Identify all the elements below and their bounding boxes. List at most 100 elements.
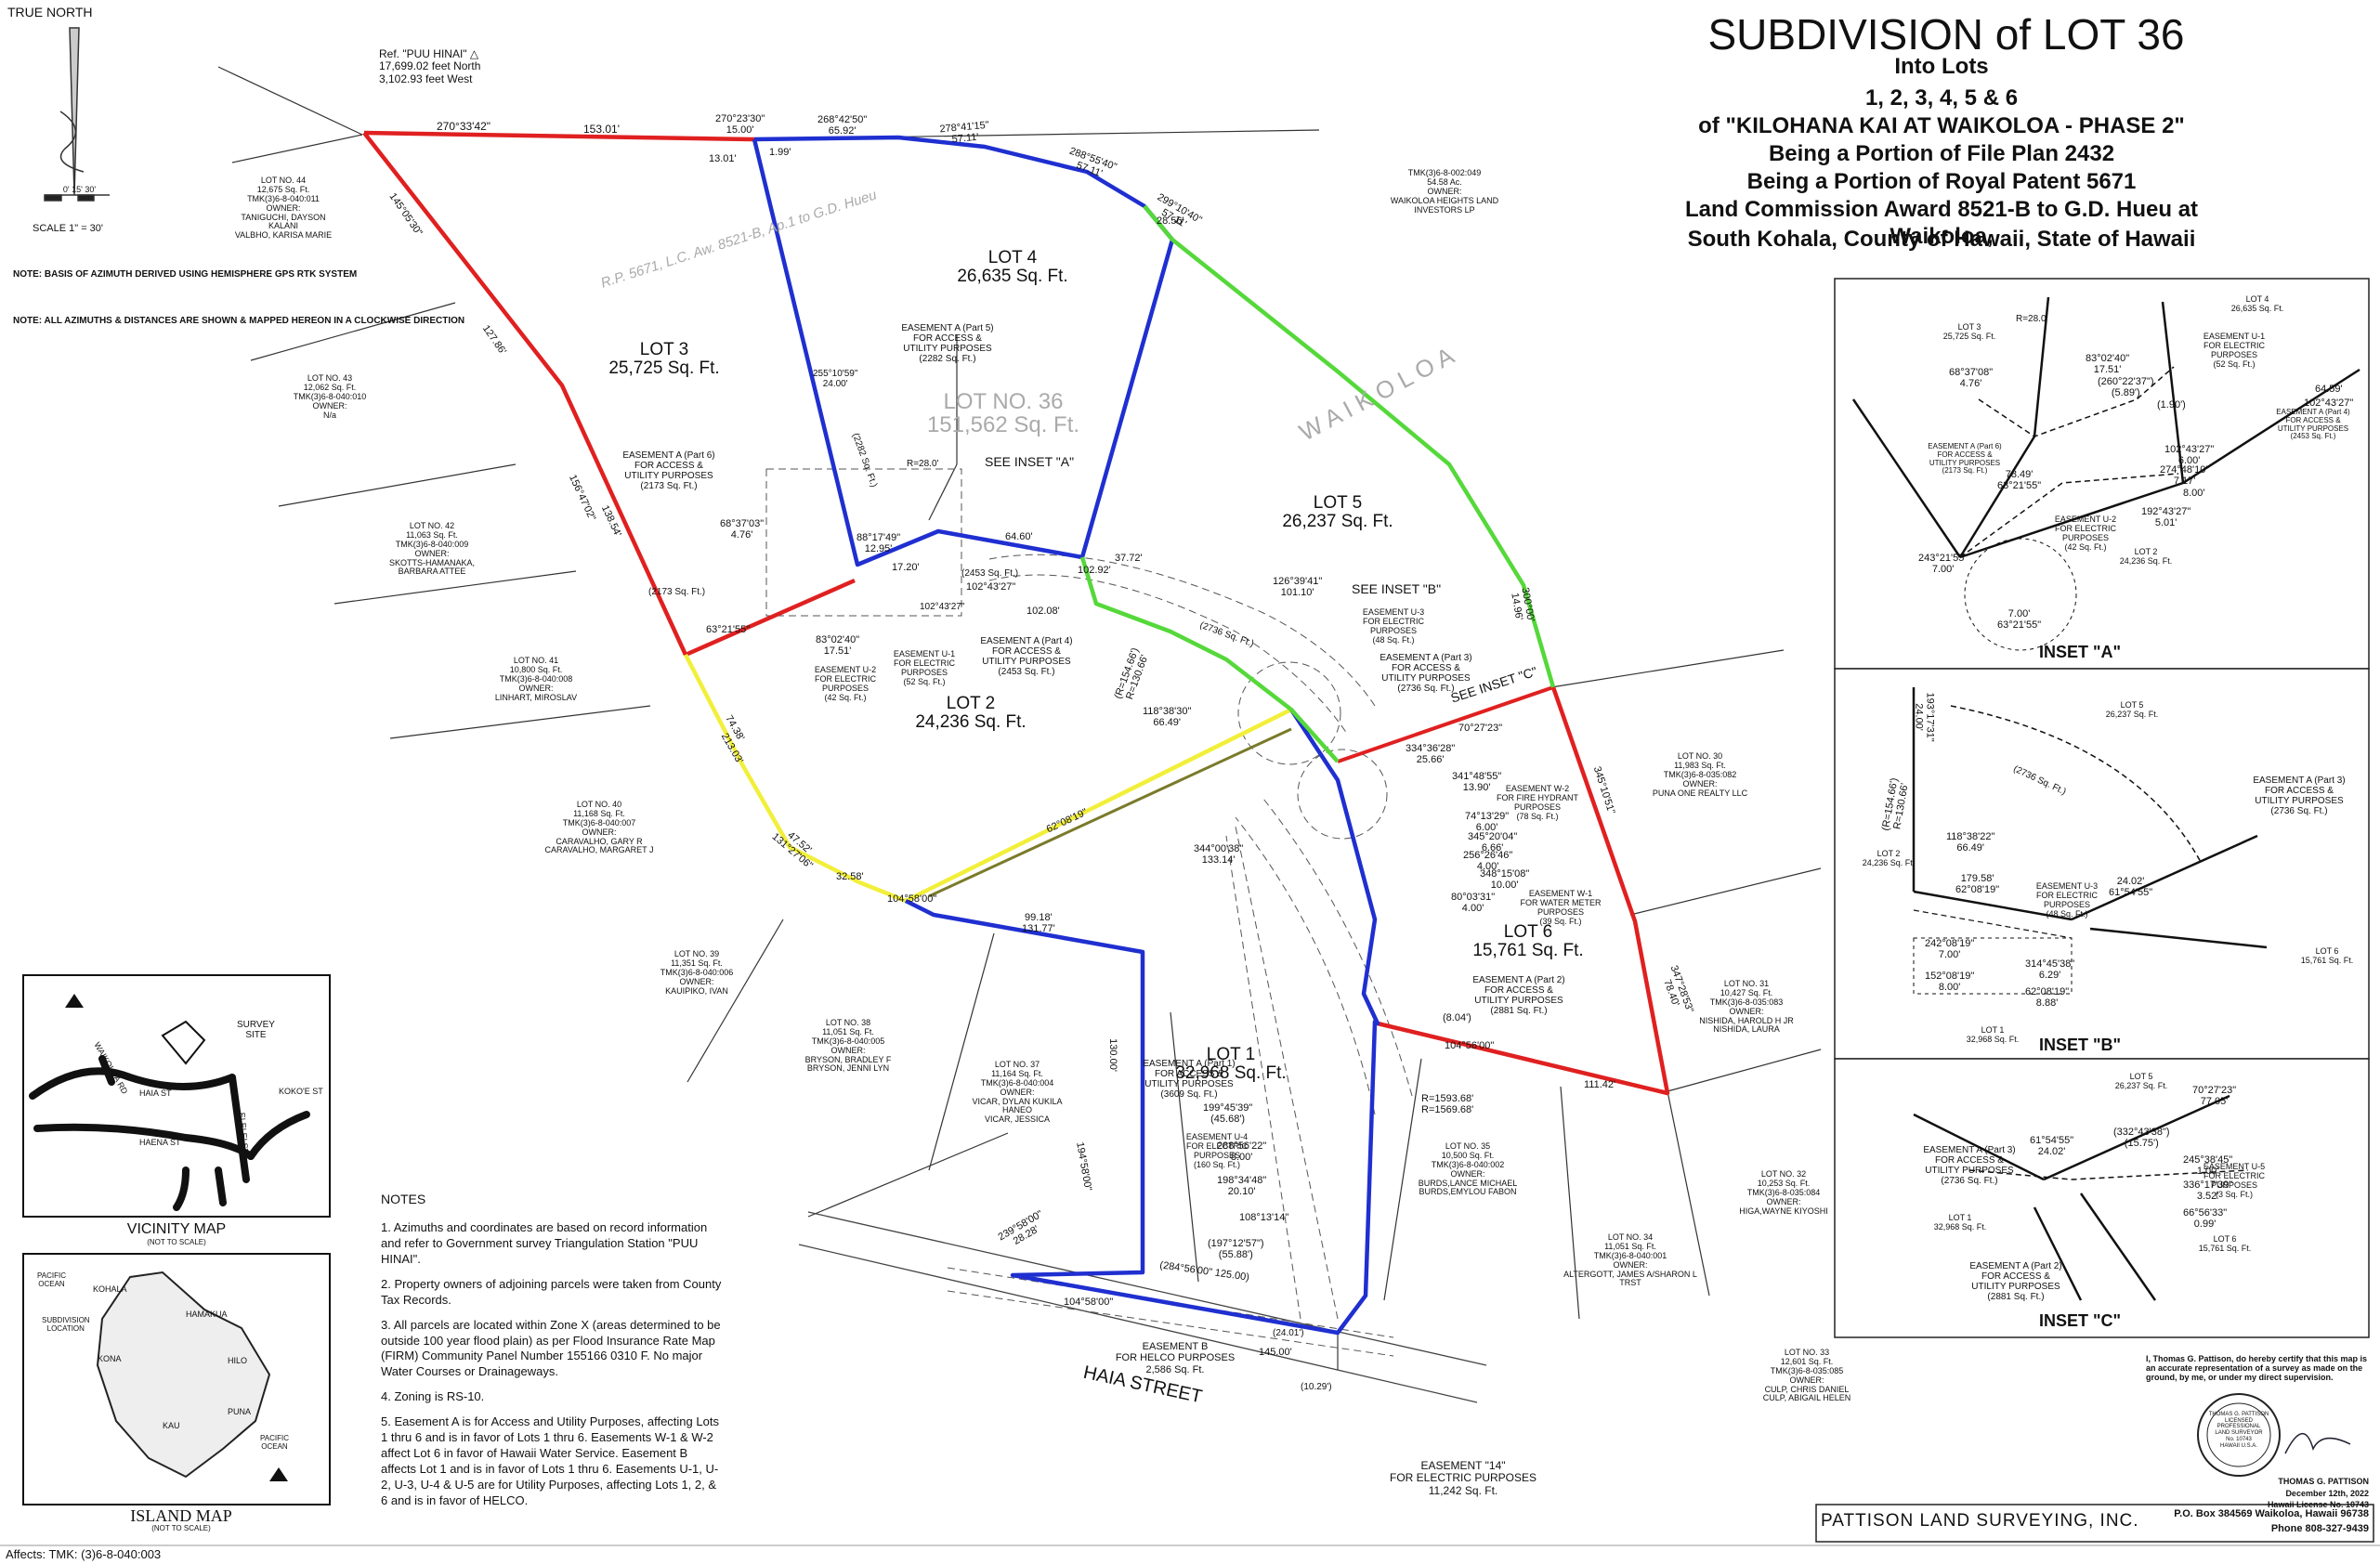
inset-a-dim: (260°22'37") (5.89') [2098,376,2154,399]
inset-b-dim: 152°08'19" 8.00' [1925,971,1975,994]
inset-c-dim: (332°43'38") (15.75') [2113,1127,2170,1150]
company-name: PATTISON LAND SURVEYING, INC. [1821,1511,2139,1531]
dimension: 88°17'49" 12.95' [857,532,901,555]
dimension: 341°48'55" 13.90' [1452,771,1502,794]
island-label: PACIFIC OCEAN [37,1271,66,1288]
company-block [1815,1504,2374,1543]
inset-c-easement-a3: EASEMENT A (Part 3) FOR ACCESS & UTILITY… [1923,1145,2016,1186]
dimension: 74°13'29" 6.00' [1465,811,1510,834]
surveyor-seal-icon [2197,1393,2281,1477]
easement-a1-label: EASEMENT A (Part 1) FOR ACCESS & UTILITY… [1143,1059,1236,1100]
lot-1-label: LOT 1 32,968 Sq. Ft. [1175,1045,1287,1083]
dimension: 83°02'40" 17.51' [816,634,860,658]
dimension: 334°36'28" 25.66' [1406,743,1456,766]
survey-site-label: SURVEY SITE [237,1020,275,1041]
inset-a-lot3: LOT 3 25,725 Sq. Ft. [1942,322,1996,341]
dimension: 32.58' [836,871,864,882]
inset-b-dim: 179.58' 62°08'19" [1955,873,2000,896]
dimension: 37.72' [1115,553,1143,564]
dimension: 256°26'46" 4.00' [1463,850,1513,873]
dimension: 348°15'08" 10.00' [1480,868,1530,892]
easement-u2-label: EASEMENT U-2 FOR ELECTRIC PURPOSES (42 S… [814,665,877,702]
street-label: KOKO'E ST [279,1087,323,1096]
vicinity-map-subtitle: (NOT TO SCALE) [147,1238,206,1246]
dimension: 102°43'27" [920,602,965,612]
dimension: (10.29') [1301,1382,1332,1392]
adjoining-lot-label: LOT NO. 38 11,051 Sq. Ft. TMK(3)6-8-040:… [804,1018,892,1074]
inset-a-dim: 78.49' 63°21'55" [1997,469,2042,492]
red-boundary-lot3 [363,130,754,142]
dimension: 345°20'04" 6.66' [1468,831,1518,854]
certification-text: I, Thomas G. Pattison, do hereby certify… [2146,1354,2368,1383]
dimension: 102°43'27" [966,581,1016,593]
dimension: 118°38'30" 66.49' [1143,706,1192,729]
blue-boundary-lot1 [904,708,1380,1336]
dimension: 63°21'55" [706,624,751,635]
dimension: 108°13'14" [1239,1212,1289,1223]
adjoining-parcel-label: TMK(3)6-8-002:049 54.58 Ac. OWNER: WAIKO… [1390,168,1499,215]
dimension: R=1593.68' R=1569.68' [1421,1093,1474,1116]
dimension: 278°41'15" 57.11' [939,119,990,146]
dimension: 68°37'03" 4.76' [720,518,765,541]
adjoining-lot-label: LOT NO. 41 10,800 Sq. Ft. TMK(3)6-8-040:… [494,656,578,702]
inset-b-lot5: LOT 5 26,237 Sq. Ft. [2105,700,2159,719]
easement-14-label: EASEMENT "14" FOR ELECTRIC PURPOSES 11,2… [1389,1459,1537,1497]
inset-a-lot2: LOT 2 24,236 Sq. Ft. [2119,547,2173,566]
dimension: 64.60' [1005,531,1033,542]
island-label: HAMAKUA [186,1310,228,1319]
basis-note: NOTE: BASIS OF AZIMUTH DERIVED USING HEM… [13,269,358,280]
inset-c-easement-u5: EASEMENT U-5 FOR ELECTRIC PURPOSES (3 Sq… [2203,1162,2266,1199]
survey-site-marker [161,1020,206,1065]
inset-c-dim: 61°54'55" 24.02' [2030,1135,2074,1158]
dimension: 130.00' [1106,1038,1118,1072]
easement-w2-label: EASEMENT W-2 FOR FIRE HYDRANT PURPOSES (… [1496,784,1578,821]
note-item: 2. Property owners of adjoining parcels … [381,1276,722,1307]
dimension: 104°58'00" [1064,1297,1114,1308]
dimension: 17.20' [892,562,920,573]
lot-4-label: LOT 4 26,635 Sq. Ft. [957,248,1068,286]
dimension: 102.92' [1078,565,1111,576]
true-north-label: TRUE NORTH [7,5,93,20]
dimension: 145.00' [1259,1347,1292,1358]
island-label: PACIFIC OCEAN [260,1434,289,1451]
vicinity-map-title: VICINITY MAP [126,1221,227,1237]
adjoining-lot-label: LOT NO. 39 11,351 Sq. Ft. TMK(3)6-8-040:… [660,949,734,996]
footer-tmk: Affects: TMK: (3)6-8-040:003 [6,1547,162,1561]
dimension: 111.42' [1584,1079,1616,1090]
dimension: 104°58'00" [887,893,937,905]
dimension: 199°45'39" (45.68') [1203,1102,1253,1126]
title-line: 1, 2, 3, 4, 5 & 6 [1864,85,2019,111]
see-inset-a: SEE INSET "A" [985,454,1075,469]
dimension: (2173 Sq. Ft.) [648,587,706,597]
inset-a-dim: 64.59' [2315,384,2343,395]
inset-a-lines [1851,296,2360,651]
adjoining-lot-label: LOT NO. 40 11,168 Sq. Ft. TMK(3)6-8-040:… [544,800,654,855]
dimension: 344°00'38" 133.14' [1194,843,1244,867]
dimension: 80°03'31" 4.00' [1451,892,1496,915]
dimension: 270°23'30" 15.00' [715,113,765,137]
street-label: HAIA ST [139,1088,172,1098]
dimension: 70°27'23" [1458,723,1503,734]
inset-c-lot6: LOT 6 15,761 Sq. Ft. [2198,1234,2252,1253]
island-label: KAU [163,1421,180,1430]
signature-icon [2284,1432,2351,1454]
adjoining-lot-label: LOT NO. 37 11,164 Sq. Ft. TMK(3)6-8-040:… [972,1060,1063,1125]
north-arrow-icon [44,27,110,202]
easement-a6-label: EASEMENT A (Part 6) FOR ACCESS & UTILITY… [622,450,715,491]
island-map-outline [96,1271,271,1479]
dimension: (24.01') [1273,1328,1304,1338]
green-boundary-lot5b [1079,556,1340,763]
note-item: 5. Easement A is for Access and Utility … [381,1414,719,1507]
inset-c-dim: 245°38'45" 1.00' [2183,1154,2233,1178]
easement-a5-label: EASEMENT A (Part 5) FOR ACCESS & UTILITY… [901,323,994,364]
inset-a-dim: 102°43'27" 6.00' [2164,444,2215,467]
inset-c-dim: 70°27'23" 77.05' [2192,1085,2237,1108]
dimension: 270°33'42" [437,120,491,133]
inset-a-title: INSET "A" [2039,643,2122,661]
adjoining-lot-label: LOT NO. 34 11,051 Sq. Ft. TMK(3)6-8-040:… [1563,1232,1697,1288]
dimension: 99.18' 131.77' [1022,912,1055,935]
easement-u4-label: EASEMENT U-4 FOR ELECTRIC PURPOSES (160 … [1185,1132,1249,1169]
inset-c-title: INSET "C" [2039,1311,2122,1330]
adjoining-lot-label: LOT NO. 33 12,601 Sq. Ft. TMK(3)6-8-035:… [1762,1348,1851,1403]
